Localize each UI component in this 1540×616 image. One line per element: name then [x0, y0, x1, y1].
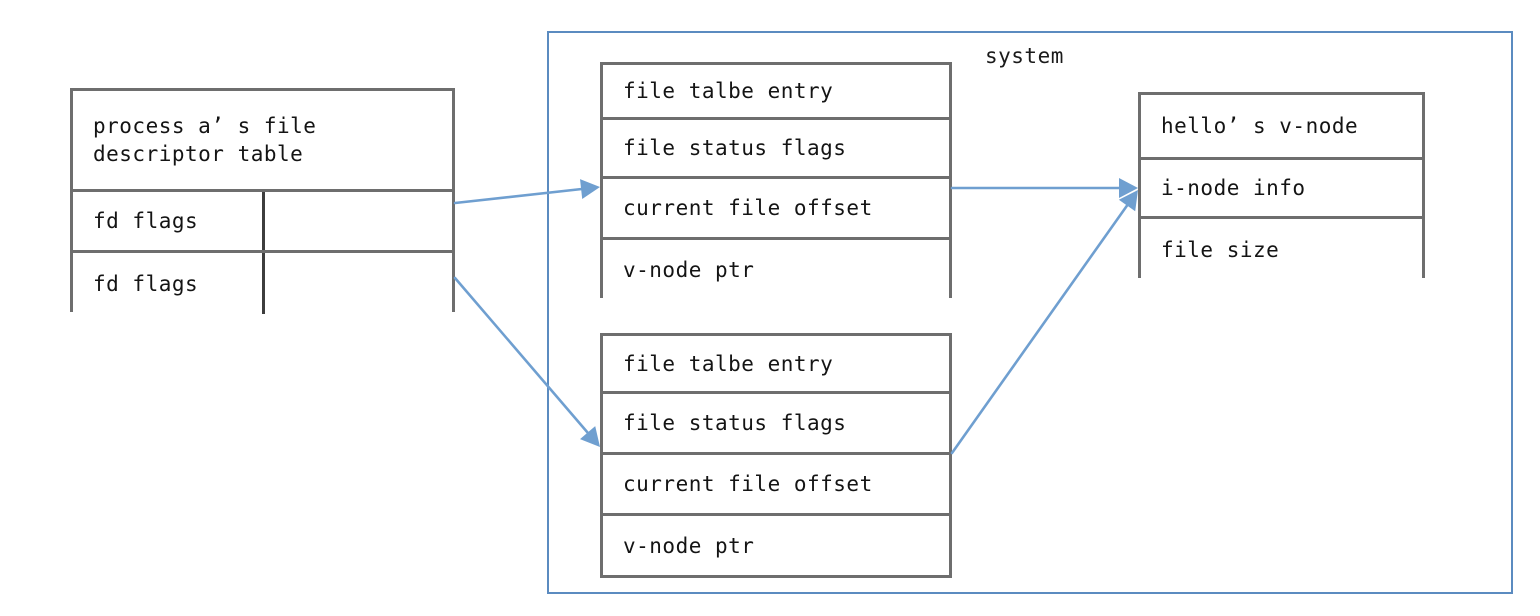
fd-flags-label-1: fd flags — [93, 271, 199, 296]
vnode-row-0: hello’ s v-node — [1141, 95, 1422, 160]
fd-table-row-0: fd flags — [73, 192, 452, 253]
file-table-2-row-3: v-node ptr — [603, 516, 949, 575]
fd-table-header-row: process a’ s file descriptor table — [73, 91, 452, 192]
file-table-1-row-2: current file offset — [603, 179, 949, 240]
file-table-1-label-3: v-node ptr — [623, 257, 755, 282]
file-table-2-label-3: v-node ptr — [623, 533, 755, 558]
process-fd-table: process a’ s file descriptor table fd fl… — [70, 88, 455, 314]
file-table-entry-2: file talbe entry file status flags curre… — [600, 333, 952, 578]
file-table-2-label-2: current file offset — [623, 472, 873, 496]
file-table-1-label-1: file status flags — [623, 136, 847, 160]
fd-table-title: process a’ s file descriptor table — [93, 114, 317, 166]
file-table-1-label-2: current file offset — [623, 196, 873, 220]
vnode-label-1: i-node info — [1161, 176, 1306, 200]
file-table-2-row-1: file status flags — [603, 394, 949, 455]
fd-pointer-cell-0 — [265, 192, 452, 250]
fd-table-row-1: fd flags — [73, 253, 452, 314]
vnode-label-0: hello’ s v-node — [1161, 114, 1359, 138]
file-table-2-row-2: current file offset — [603, 455, 949, 516]
file-table-2-row-0: file talbe entry — [603, 336, 949, 394]
vnode-row-1: i-node info — [1141, 160, 1422, 219]
fd-pointer-cell-1 — [265, 253, 452, 314]
fd-flags-label-0: fd flags — [93, 209, 199, 233]
file-table-2-label-0: file talbe entry — [623, 351, 834, 376]
system-label: system — [985, 44, 1064, 68]
file-table-1-row-3: v-node ptr — [603, 240, 949, 299]
fd-pointer-value-1 — [265, 253, 285, 277]
file-table-1-label-0: file talbe entry — [623, 79, 834, 103]
file-table-1-row-0: file talbe entry — [603, 65, 949, 120]
vnode-table: hello’ s v-node i-node info file size — [1138, 92, 1425, 281]
fd-flags-cell-1: fd flags — [73, 253, 265, 314]
file-table-entry-1: file talbe entry file status flags curre… — [600, 62, 952, 299]
fd-pointer-value-0 — [265, 192, 285, 216]
fd-flags-cell-0: fd flags — [73, 192, 265, 250]
vnode-label-2: file size — [1161, 238, 1280, 262]
file-table-1-row-1: file status flags — [603, 120, 949, 179]
file-table-2-label-1: file status flags — [623, 411, 847, 435]
vnode-row-2: file size — [1141, 219, 1422, 281]
